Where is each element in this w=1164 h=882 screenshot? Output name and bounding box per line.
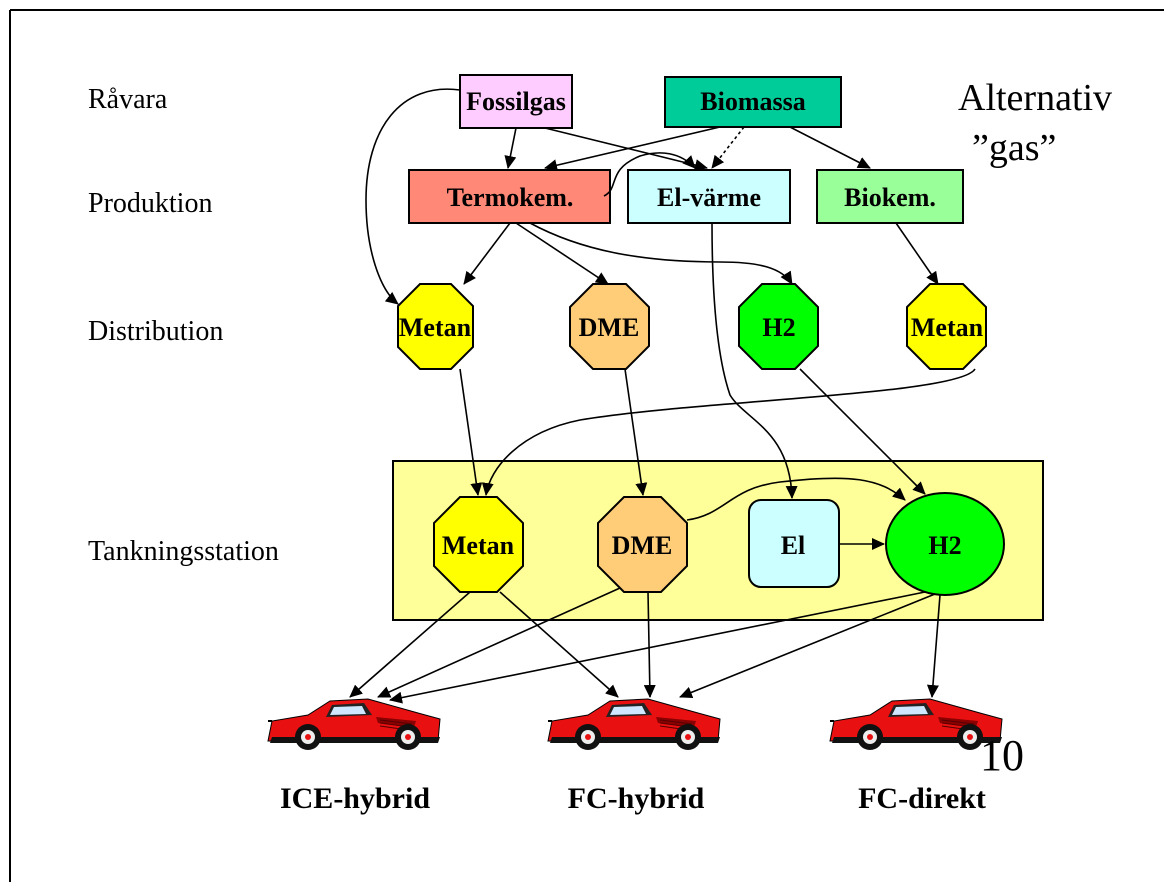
arrow-dme-ice [377,587,621,698]
elvarme-box [627,169,791,224]
title-line1: Alternativ [958,77,1112,119]
label-fc-direkt: FC-direkt [858,782,986,815]
elvarme-label: El-värme [657,183,761,212]
arrow-dme-h2 [686,477,906,521]
car-fc-hybrid-image [547,698,721,751]
station-dme-octagon [597,496,688,593]
station-el-label: El [781,531,806,560]
fossilgas-label: Fossilgas [466,87,566,116]
label-ice-hybrid: ICE-hybrid [280,782,430,815]
arrow-metan-station-metan [459,368,483,496]
termokem-label: Termokem. [447,183,574,212]
arrow-termokem-h2 [529,222,793,285]
arrow-biokem-metan [895,222,939,285]
slide-number: 10 [980,731,1024,780]
arrow-biomassa-elvarme-dotted [711,126,745,169]
title-line2: ”gas” [972,127,1056,169]
fossilgas-box [459,74,573,129]
row-label-produktion: Produktion [88,188,212,219]
arrow-h2-fcdirekt [926,594,941,698]
arrow-termokem-elvarme-loop [603,152,696,197]
distribution-metan-2-label: Metan [911,313,984,342]
termokem-box [408,169,611,224]
station-dme-label: DME [612,531,673,560]
row-label-ravara: Råvara [88,84,168,115]
station-h2-label: H2 [928,531,961,560]
biomassa-box [664,76,842,128]
distribution-dme-octagon [569,283,650,370]
arrow-dme-fchybrid [643,591,656,698]
arrow-h2-ice [389,591,926,704]
distribution-h2-octagon [738,283,819,370]
arrow-elvarme-station-el [711,222,798,499]
arrow-fossilgas-distribution-metan [365,88,461,305]
distribution-dme-label: DME [579,313,640,342]
arrow-metan-ice [349,591,471,698]
distribution-metan-1-label: Metan [399,313,472,342]
arrow-dme-station-dme [624,368,648,496]
station-h2-circle [885,492,1005,596]
arrow-biomassa-termokem [544,126,721,172]
distribution-metan-1-octagon [397,283,474,370]
arrow-fossilgas-termokem [504,127,517,169]
arrow-metan-fchybrid [499,591,619,698]
biomassa-label: Biomassa [700,87,805,116]
station-metan-label: Metan [442,531,515,560]
arrow-metan2-station-metan [481,368,976,496]
station-metan-octagon [433,496,524,593]
label-fc-hybrid: FC-hybrid [568,782,705,815]
arrow-termokem-dme [515,222,609,285]
biokem-box [816,169,964,224]
arrow-biomassa-biokem [789,126,871,169]
distribution-metan-2-octagon [906,283,987,370]
arrow-fossilgas-elvarme [544,127,708,171]
arrow-h2-fchybrid [679,593,936,699]
arrow-termokem-metan [463,222,511,285]
arrow-h2-station-h2 [799,368,926,495]
car-ice-hybrid-image [267,698,441,751]
row-label-tankningsstation: Tankningsstation [88,536,279,567]
biokem-label: Biokem. [844,183,936,212]
distribution-h2-label: H2 [762,313,795,342]
row-label-distribution: Distribution [88,316,223,347]
